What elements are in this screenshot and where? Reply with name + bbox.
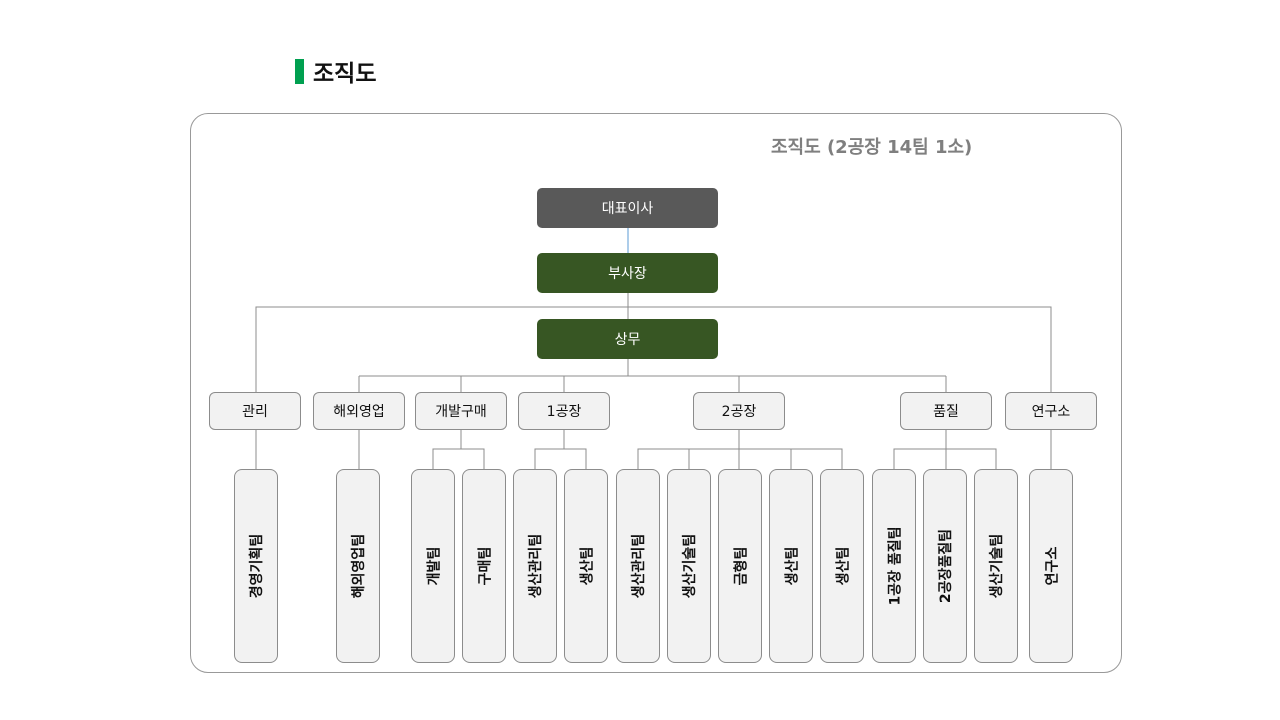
team-node: 개발팀	[411, 469, 455, 663]
team-label: 구매팀	[476, 546, 493, 586]
team-node: 1공장 품질팀	[872, 469, 916, 663]
team-node: 생산관리팀	[616, 469, 660, 663]
dept-research: 연구소	[1005, 392, 1097, 430]
team-label: 생산관리팀	[631, 533, 647, 599]
node-vice-president: 부사장	[537, 253, 718, 293]
team-node: 생산관리팀	[513, 469, 557, 663]
team-label: 1공장 품질팀	[887, 526, 904, 606]
node-label: 대표이사	[601, 201, 654, 217]
team-label: 개발팀	[425, 546, 442, 586]
team-label: 생산관리팀	[528, 533, 544, 599]
dept-quality: 품질	[900, 392, 992, 430]
node-label: 상무	[614, 332, 641, 348]
node-ceo: 대표이사	[537, 188, 718, 228]
page-title: 조직도	[313, 61, 377, 87]
team-node: 생산팀	[564, 469, 608, 663]
team-label: 경영기획팀	[249, 533, 265, 599]
team-node: 2공장품질팀	[923, 469, 967, 663]
team-node: 구매팀	[462, 469, 506, 663]
team-node: 생산팀	[820, 469, 864, 663]
dept-overseas-sales: 해외영업	[313, 392, 405, 430]
team-label: 생산팀	[578, 546, 595, 586]
org-chart-subtitle: 조직도 (2공장 14팀 1소)	[771, 137, 973, 158]
dept-dev-purchasing: 개발구매	[415, 392, 507, 430]
org-chart-frame	[190, 113, 1122, 673]
team-node: 연구소	[1029, 469, 1073, 663]
team-label: 생산팀	[834, 546, 851, 586]
node-label: 부사장	[608, 266, 647, 282]
node-managing-director: 상무	[537, 319, 718, 359]
team-node: 경영기획팀	[234, 469, 278, 663]
team-label: 생산기술팀	[682, 533, 698, 599]
team-label: 2공장품질팀	[938, 528, 954, 604]
title-accent-bar	[295, 59, 304, 84]
team-node: 생산팀	[769, 469, 813, 663]
team-node: 생산기술팀	[974, 469, 1018, 663]
dept-plant-1: 1공장	[518, 392, 610, 430]
team-node: 해외영업팀	[336, 469, 380, 663]
dept-management: 관리	[209, 392, 301, 430]
team-node: 생산기술팀	[667, 469, 711, 663]
team-label: 생산팀	[783, 546, 800, 586]
dept-plant-2: 2공장	[693, 392, 785, 430]
team-label: 연구소	[1043, 546, 1060, 586]
team-label: 생산기술팀	[989, 533, 1005, 599]
team-label: 금형팀	[732, 546, 749, 586]
team-node: 금형팀	[718, 469, 762, 663]
team-label: 해외영업팀	[351, 533, 367, 599]
